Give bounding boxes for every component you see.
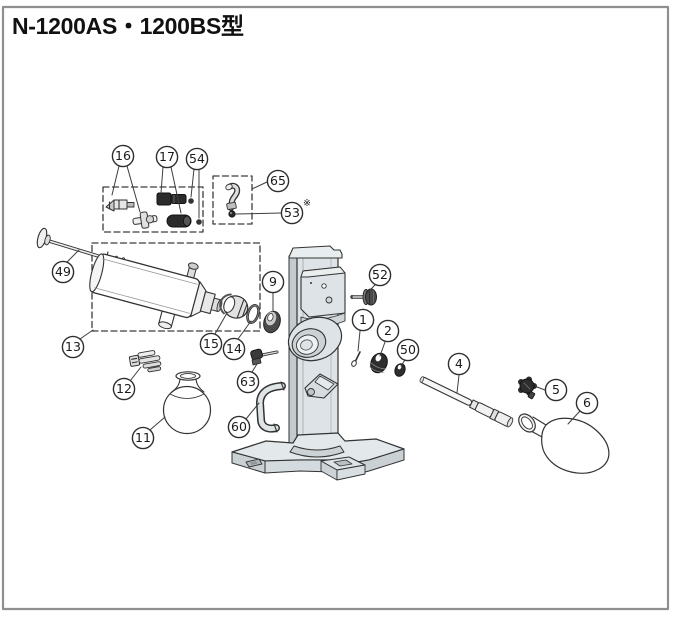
small-nut [228, 210, 236, 218]
joint-clamp [128, 350, 162, 373]
callout-17: 17 [155, 145, 182, 214]
callout-4: 4 [447, 352, 471, 394]
callout-14: 14 [222, 320, 252, 361]
cap-nut [219, 293, 249, 319]
svg-text:4: 4 [455, 356, 463, 371]
svg-text:※: ※ [303, 198, 311, 209]
stand-base [231, 432, 405, 481]
svg-text:12: 12 [116, 381, 132, 396]
callout-15: 15 [199, 312, 228, 356]
callout-2: 2 [376, 319, 400, 357]
svg-text:63: 63 [240, 374, 256, 389]
callout-60: 60 [227, 402, 260, 439]
thumbscrew-large [350, 288, 377, 306]
grommet-washer [263, 310, 281, 334]
fitting-group-box [102, 186, 204, 233]
callout-13: 13 [61, 329, 94, 359]
svg-text:50: 50 [400, 342, 416, 357]
callout-11: 11 [131, 416, 166, 450]
svg-text:53: 53 [284, 205, 300, 220]
svg-text:54: 54 [189, 151, 205, 166]
svg-text:14: 14 [226, 341, 242, 356]
thumbscrew-small [250, 348, 279, 366]
svg-text:16: 16 [115, 148, 131, 163]
connector-dark-b [166, 214, 192, 228]
support-rod [419, 376, 514, 428]
clamp-lever [304, 373, 339, 399]
svg-text:1: 1 [359, 312, 367, 327]
pin-a [188, 198, 194, 204]
callout-5: 5 [536, 378, 568, 402]
callout-16: 16 [111, 144, 141, 213]
hose-barb-fitting [105, 199, 135, 212]
svg-text:49: 49 [55, 264, 71, 279]
cross-fitting [132, 211, 158, 229]
svg-text:65: 65 [270, 173, 286, 188]
page-frame [1, 5, 670, 611]
pump-cylinder [89, 253, 223, 330]
clamp-knob [518, 376, 537, 400]
svg-text:15: 15 [203, 336, 219, 351]
callout-1: 1 [351, 308, 375, 352]
pin-b [196, 219, 202, 225]
svg-text:60: 60 [231, 419, 247, 434]
elbow-fitting [225, 182, 241, 211]
small-bushing [394, 363, 406, 377]
elbow-group-box [212, 175, 253, 225]
pear-flask [518, 413, 610, 474]
connector-dark-a [156, 192, 187, 206]
svg-text:9: 9 [269, 274, 277, 289]
carry-handle [256, 381, 286, 433]
callout-6: 6 [567, 391, 599, 425]
svg-text:6: 6 [583, 395, 591, 410]
callout-49: 49 [51, 249, 80, 284]
callout-9: 9 [261, 270, 285, 312]
callout-53: 53※ [235, 198, 311, 225]
svg-text:13: 13 [65, 339, 81, 354]
callout-52: 52 [366, 263, 392, 294]
ribbed-bushing [369, 352, 388, 374]
callout-65: 65 [251, 169, 290, 193]
callout-54: 54 [185, 147, 209, 219]
callout-50: 50 [396, 338, 420, 367]
clamp-holder [287, 316, 343, 362]
page-title: N-1200AS・1200BS型 [12, 13, 244, 39]
svg-text:52: 52 [372, 267, 388, 282]
callout-12: 12 [112, 366, 142, 401]
svg-text:11: 11 [135, 430, 151, 445]
svg-text:17: 17 [159, 149, 175, 164]
callout-63: 63 [236, 363, 260, 394]
pin-needle [351, 351, 361, 367]
svg-text:2: 2 [384, 323, 392, 338]
svg-text:5: 5 [552, 382, 560, 397]
round-flask [162, 371, 212, 435]
